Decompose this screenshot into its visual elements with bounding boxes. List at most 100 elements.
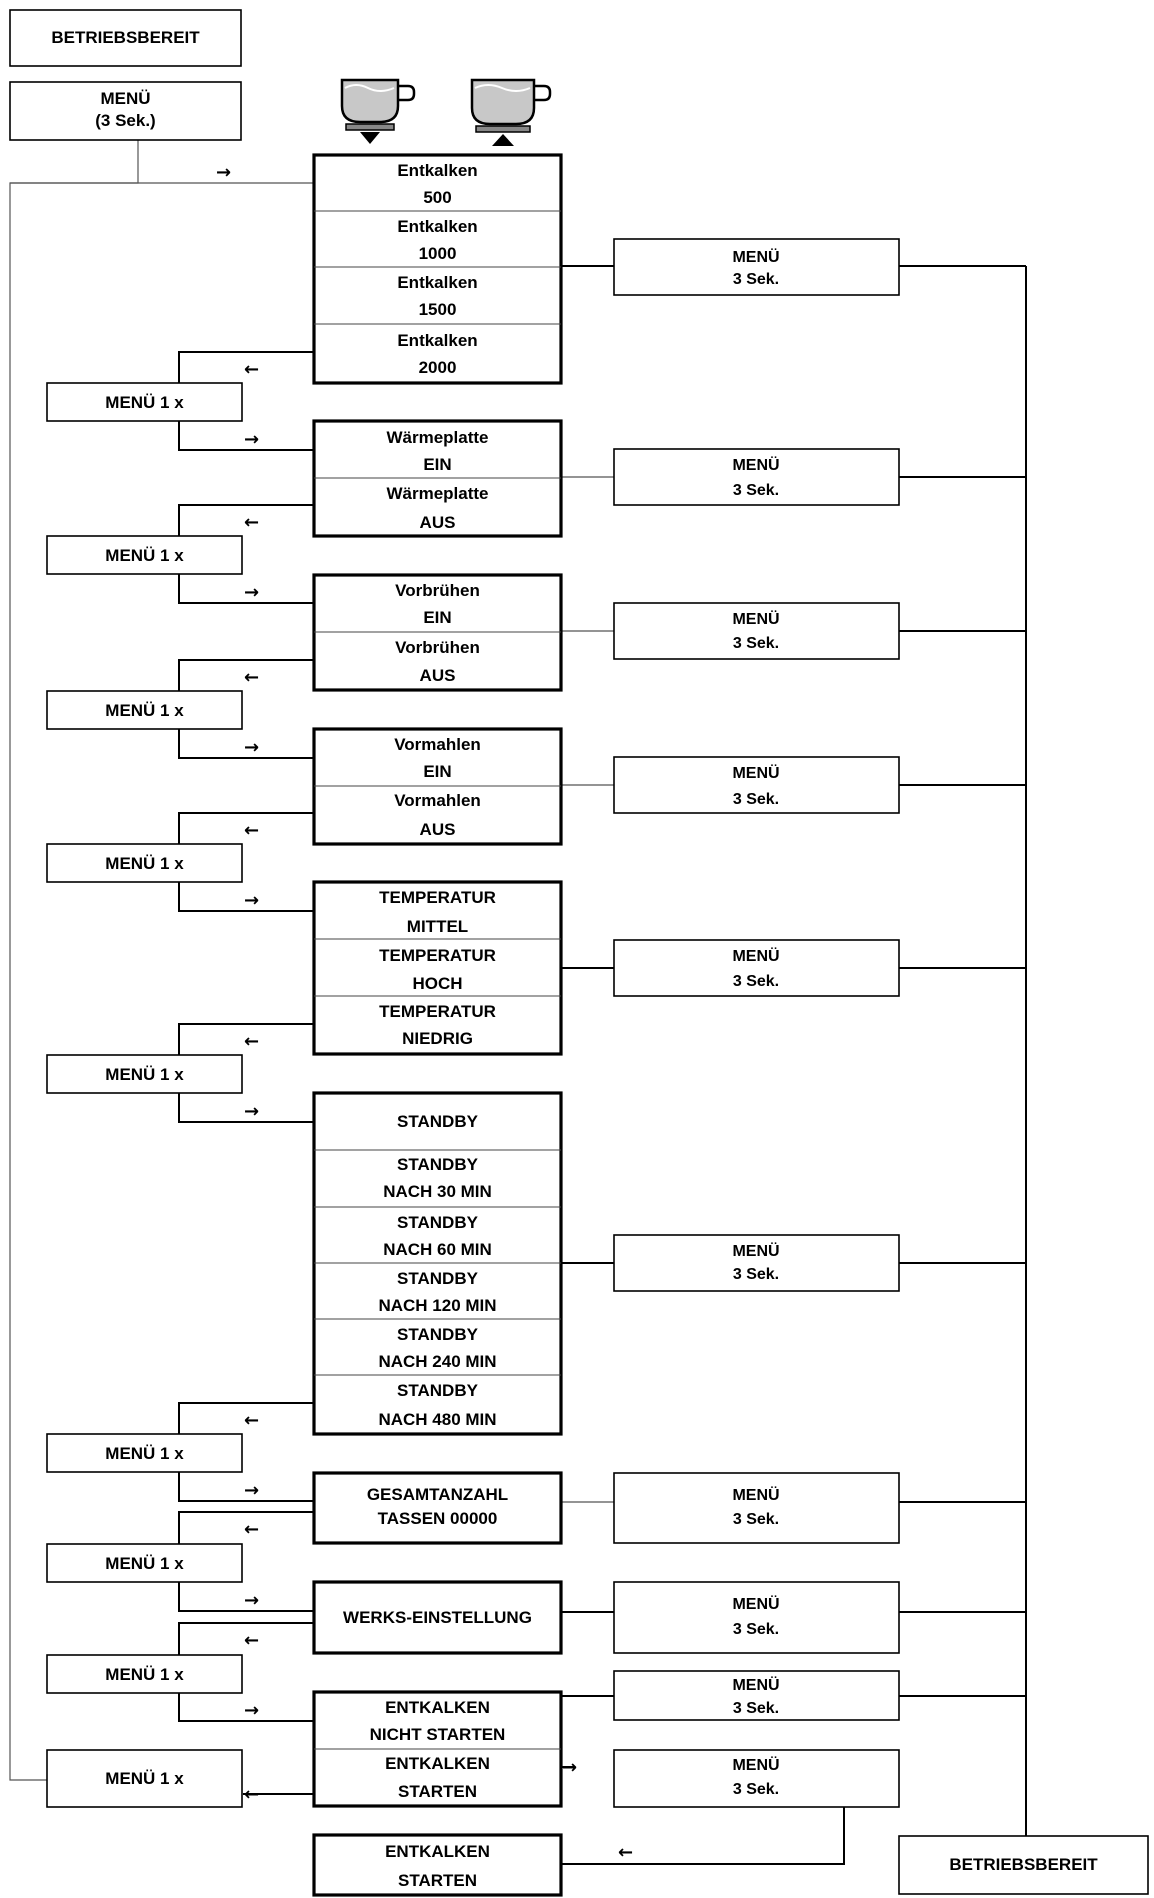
menu-3s-button[interactable]: MENÜ 3 Sek. bbox=[613, 238, 900, 296]
entkalken-500-line1: Entkalken bbox=[397, 161, 477, 180]
entkalken-2000-line2: 2000 bbox=[419, 358, 457, 377]
vormahlen-aus-line1: Vormahlen bbox=[394, 791, 481, 810]
standby-240-line1: STANDBY bbox=[397, 1325, 479, 1344]
menu-3s-line1: MENÜ bbox=[732, 247, 779, 266]
menu-1x-button[interactable]: MENÜ 1 x bbox=[46, 382, 243, 422]
standby-120-line2: NACH 120 MIN bbox=[378, 1296, 496, 1315]
arrow-left-icon: ← bbox=[244, 1784, 259, 1805]
standby-label: STANDBY bbox=[397, 1112, 479, 1131]
connector-lines bbox=[9, 140, 1027, 1865]
waermeplatte-ein-line1: Wärmeplatte bbox=[386, 428, 488, 447]
arrows: → ← → ← → ← → ← → ← → ← → ← → ← → ← → ← bbox=[216, 162, 633, 1863]
menu-3s-button[interactable]: MENÜ 3 Sek. bbox=[613, 939, 900, 997]
arrow-right-icon: → bbox=[244, 1480, 259, 1501]
entkalken-1500-line1: Entkalken bbox=[397, 273, 477, 292]
entkalken-2000-line1: Entkalken bbox=[397, 331, 477, 350]
menu-1x-button[interactable]: MENÜ 1 x bbox=[46, 690, 243, 730]
menu-3s-button[interactable]: MENÜ 3 Sek. bbox=[613, 756, 900, 814]
entkalken-starten-line2: STARTEN bbox=[398, 1782, 477, 1801]
arrow-left-icon: ← bbox=[618, 1842, 633, 1863]
gesamtanzahl-line1: GESAMTANZAHL bbox=[367, 1485, 508, 1504]
entkalken-starten-line1: ENTKALKEN bbox=[385, 1754, 490, 1773]
entkalken-1000-line1: Entkalken bbox=[397, 217, 477, 236]
waermeplatte-aus-line2: AUS bbox=[420, 513, 456, 532]
menu-3s-line2: 3 Sek. bbox=[733, 1266, 779, 1283]
arrow-left-icon: ← bbox=[244, 1519, 259, 1540]
vormahlen-group: Vormahlen EIN Vormahlen AUS bbox=[312, 727, 563, 846]
entkalken-start-group: ENTKALKEN NICHT STARTEN ENTKALKEN STARTE… bbox=[312, 1690, 563, 1808]
arrow-left-icon: ← bbox=[244, 667, 259, 688]
werks-einstellung-box: WERKS-EINSTELLUNG bbox=[312, 1580, 563, 1655]
menu-3s-buttons: MENÜ 3 Sek. MENÜ 3 Sek. MENÜ 3 Sek. MENÜ… bbox=[613, 238, 900, 1808]
arrow-right-icon: → bbox=[244, 429, 259, 450]
menu-1x-label: MENÜ 1 x bbox=[105, 701, 184, 720]
menu-hold-start-box[interactable]: MENÜ (3 Sek.) bbox=[9, 81, 242, 141]
menu-1x-button[interactable]: MENÜ 1 x bbox=[46, 1749, 243, 1808]
menu-3s-button[interactable]: MENÜ 3 Sek. bbox=[613, 1581, 900, 1654]
menu-3s-button[interactable]: MENÜ 3 Sek. bbox=[613, 1749, 900, 1808]
standby-30-line2: NACH 30 MIN bbox=[383, 1182, 492, 1201]
menu-1x-button[interactable]: MENÜ 1 x bbox=[46, 1543, 243, 1583]
temperatur-mittel-line2: MITTEL bbox=[407, 917, 468, 936]
entkalken-final-line1: ENTKALKEN bbox=[385, 1842, 490, 1861]
menu-3s-line1: MENÜ bbox=[732, 946, 779, 965]
end-ready-box: BETRIEBSBEREIT bbox=[898, 1835, 1149, 1895]
entkalken-final-line2: STARTEN bbox=[398, 1871, 477, 1890]
gesamtanzahl-box: GESAMTANZAHL TASSEN 00000 bbox=[312, 1471, 563, 1545]
vorbruehen-group: Vorbrühen EIN Vorbrühen AUS bbox=[312, 573, 563, 692]
temperatur-group: TEMPERATUR MITTEL TEMPERATUR HOCH TEMPER… bbox=[312, 880, 563, 1056]
vorbruehen-aus-line1: Vorbrühen bbox=[395, 638, 480, 657]
menu-3s-line2: 3 Sek. bbox=[733, 271, 779, 288]
werks-einstellung-label: WERKS-EINSTELLUNG bbox=[343, 1608, 532, 1627]
temperatur-niedrig-line1: TEMPERATUR bbox=[379, 1002, 496, 1021]
menu-1x-button[interactable]: MENÜ 1 x bbox=[46, 1433, 243, 1473]
menu-1x-button[interactable]: MENÜ 1 x bbox=[46, 535, 243, 575]
cup-down-icon bbox=[340, 78, 416, 144]
temperatur-hoch-line1: TEMPERATUR bbox=[379, 946, 496, 965]
waermeplatte-group: Wärmeplatte EIN Wärmeplatte AUS bbox=[312, 419, 563, 538]
menu-1x-button[interactable]: MENÜ 1 x bbox=[46, 843, 243, 883]
menu-1x-buttons: MENÜ 1 x MENÜ 1 x MENÜ 1 x MENÜ 1 x MENÜ… bbox=[46, 382, 243, 1808]
entkalken-menge-group: Entkalken 500 Entkalken 1000 Entkalken 1… bbox=[312, 153, 563, 385]
vormahlen-ein-line1: Vormahlen bbox=[394, 735, 481, 754]
vorbruehen-ein-line2: EIN bbox=[423, 608, 451, 627]
menu-3s-line2: 3 Sek. bbox=[733, 1511, 779, 1528]
menu-3s-button[interactable]: MENÜ 3 Sek. bbox=[613, 1670, 900, 1721]
standby-240-line2: NACH 240 MIN bbox=[378, 1352, 496, 1371]
menu-3s-line2: 3 Sek. bbox=[733, 973, 779, 990]
menu-3s-button[interactable]: MENÜ 3 Sek. bbox=[613, 448, 900, 506]
entkalken-nicht-starten-line2: NICHT STARTEN bbox=[370, 1725, 506, 1744]
end-ready-label: BETRIEBSBEREIT bbox=[949, 1855, 1098, 1874]
menu-3s-line2: 3 Sek. bbox=[733, 1621, 779, 1638]
arrow-right-icon: → bbox=[562, 1757, 577, 1778]
menu-3s-line2: 3 Sek. bbox=[733, 1700, 779, 1717]
standby-480-line2: NACH 480 MIN bbox=[378, 1410, 496, 1429]
vorbruehen-aus-line2: AUS bbox=[420, 666, 456, 685]
menu-3s-button[interactable]: MENÜ 3 Sek. bbox=[613, 1472, 900, 1544]
standby-480-line1: STANDBY bbox=[397, 1381, 479, 1400]
menu-3s-line1: MENÜ bbox=[732, 1755, 779, 1774]
menu-3s-line2: 3 Sek. bbox=[733, 482, 779, 499]
menu-3s-line1: MENÜ bbox=[732, 1675, 779, 1694]
menu-3s-line1: MENÜ bbox=[732, 609, 779, 628]
menu-1x-label: MENÜ 1 x bbox=[105, 1665, 184, 1684]
start-ready-box: BETRIEBSBEREIT bbox=[9, 9, 242, 67]
menu-3s-button[interactable]: MENÜ 3 Sek. bbox=[613, 602, 900, 660]
menu-hold-start-line1: MENÜ bbox=[100, 89, 150, 108]
arrow-right-icon: → bbox=[244, 1590, 259, 1611]
arrow-left-icon: ← bbox=[244, 1410, 259, 1431]
menu-3s-button[interactable]: MENÜ 3 Sek. bbox=[613, 1234, 900, 1292]
menu-1x-button[interactable]: MENÜ 1 x bbox=[46, 1054, 243, 1094]
temperatur-mittel-line1: TEMPERATUR bbox=[379, 888, 496, 907]
vorbruehen-ein-line1: Vorbrühen bbox=[395, 581, 480, 600]
menu-3s-line1: MENÜ bbox=[732, 1594, 779, 1613]
arrow-left-icon: ← bbox=[244, 1630, 259, 1651]
menu-3s-line1: MENÜ bbox=[732, 763, 779, 782]
menu-1x-button[interactable]: MENÜ 1 x bbox=[46, 1654, 243, 1694]
standby-group: STANDBY STANDBY NACH 30 MIN STANDBY NACH… bbox=[312, 1091, 563, 1436]
arrow-left-icon: ← bbox=[244, 1031, 259, 1052]
temperatur-hoch-line2: HOCH bbox=[412, 974, 462, 993]
arrow-right-icon: → bbox=[244, 890, 259, 911]
arrow-right-icon: → bbox=[216, 162, 231, 183]
